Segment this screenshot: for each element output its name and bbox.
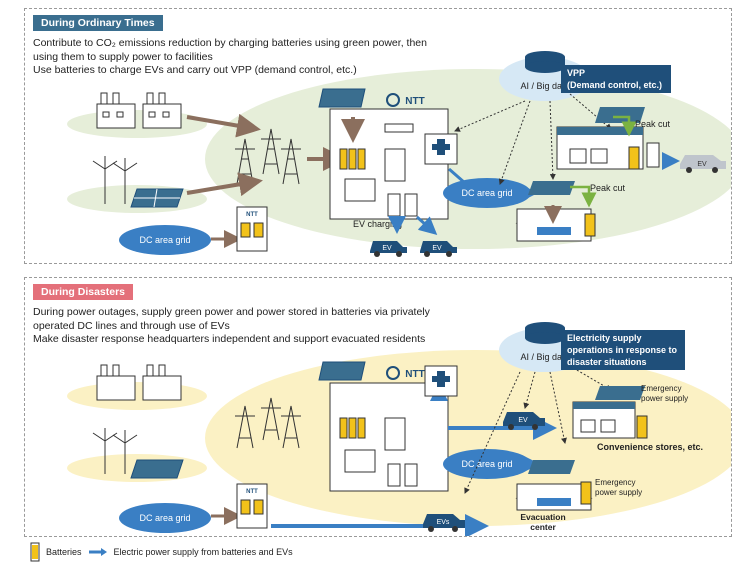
ev-car-disaster-label: EV xyxy=(518,417,528,424)
factory-icon-3 xyxy=(96,364,136,401)
factory-icon-2 xyxy=(142,92,182,129)
ordinary-diagram: DC area grid NTT NTT EV charging xyxy=(67,51,731,257)
ntt-building-icon-2: NTT xyxy=(318,361,449,492)
disaster-desc-line3: Make disaster response headquarters inde… xyxy=(33,333,426,345)
ntt-charger-icon-left: NTT xyxy=(236,206,268,252)
dc-grid-left-label: DC area grid xyxy=(139,235,190,245)
arrow-factory-to-grid xyxy=(186,113,261,138)
disaster-desc-line2: operated DC lines and through use of EVs xyxy=(33,319,230,332)
hospital-icon-2 xyxy=(424,365,458,397)
dc-grid-center-ellipse-2 xyxy=(443,449,531,479)
transmission-tower-icon-2 xyxy=(235,397,301,449)
supply-arrow-legend-icon xyxy=(88,548,107,556)
factory-icon-1 xyxy=(96,92,136,129)
ordinary-desc-line3: Use batteries to charge EVs and carry ou… xyxy=(33,64,357,76)
factory-ground-2 xyxy=(67,382,207,410)
factory-ground xyxy=(67,110,207,138)
dc-grid-center-ellipse xyxy=(443,178,531,208)
convenience-store-label: Convenience stores, etc. xyxy=(597,442,703,452)
dc-grid-center-label: DC area grid xyxy=(461,188,512,198)
battery-legend-icon xyxy=(30,542,40,562)
emergency-2-line2: power supply xyxy=(595,488,642,497)
dc-grid-left-ellipse-2 xyxy=(119,503,211,533)
emergency-1-line1: Emergency xyxy=(641,384,681,393)
ntt-building-label-2: NTT xyxy=(405,369,424,380)
disasters-tag: During Disasters xyxy=(33,284,134,300)
peak-cut-label-2: Peak cut xyxy=(590,183,626,193)
vpp-box xyxy=(561,65,671,93)
ordinary-desc-line2: using them to supply power to facilities xyxy=(33,50,213,63)
ev-car-icon-disaster: EV xyxy=(503,412,545,430)
disasters-panel: During Disasters During power outages, s… xyxy=(24,277,732,537)
vpp-line2: (Demand control, etc.) xyxy=(567,80,662,90)
evacuation-center-icon xyxy=(515,460,593,511)
hospital-icon xyxy=(424,133,458,165)
ai-big-data-label: AI / Big data xyxy=(520,81,569,91)
emergency-1-line2: power supply xyxy=(641,394,688,403)
ev-charging-label: EV charging xyxy=(353,219,402,229)
ordinary-times-tag: During Ordinary Times xyxy=(33,15,163,31)
emergency-2-line1: Emergency xyxy=(595,478,635,487)
wind-turbine-icon-2 xyxy=(92,428,138,474)
ev-car-right-label: EV xyxy=(697,161,707,168)
transmission-tower-icon xyxy=(235,128,301,185)
supply-box-line2: operations in response to xyxy=(567,345,678,355)
legend-batteries-label: Batteries xyxy=(46,547,82,557)
factory-icon-4 xyxy=(142,364,182,401)
solar-panel-icon-2 xyxy=(130,459,184,479)
peak-cut-label-1: Peak cut xyxy=(635,119,671,129)
ev-car-icon-2: EV xyxy=(420,241,457,257)
ordinary-desc-line1: Contribute to CO₂ emissions reduction by… xyxy=(33,37,427,49)
convenience-store-icon xyxy=(572,386,645,439)
supply-box-line3: disaster situations xyxy=(567,357,647,367)
ev-car-2-label: EV xyxy=(432,245,442,252)
dome-battery-icon xyxy=(584,213,596,237)
dc-grid-left-label-2: DC area grid xyxy=(139,513,190,523)
ai-big-data-label-2: AI / Big data xyxy=(520,352,569,362)
disaster-diagram: DC area grid NTT NTT xyxy=(67,322,731,536)
solar-panel-icon xyxy=(130,188,184,208)
legend: Batteries Electric power supply from bat… xyxy=(30,542,293,562)
ev-car-1-label: EV xyxy=(382,245,392,252)
ordinary-times-panel: During Ordinary Times Contribute to CO₂ … xyxy=(24,8,732,264)
ntt-charger-icon-left-2: NTT xyxy=(236,483,268,529)
ev-car-icon-right: EV xyxy=(680,155,726,173)
dc-grid-left-ellipse xyxy=(119,225,211,255)
disaster-desc-line1: During power outages, supply green power… xyxy=(33,306,430,318)
arrow-solar-to-grid xyxy=(186,172,263,197)
supply-operations-box xyxy=(561,330,685,370)
dome-building-icon xyxy=(515,181,593,242)
supply-box-line1: Electricity supply xyxy=(567,333,642,343)
evs-car-icon: EVs xyxy=(423,514,465,532)
legend-supply-label: Electric power supply from batteries and… xyxy=(113,547,293,557)
ntt-charger-left-label: NTT xyxy=(246,212,258,218)
wind-turbine-icon xyxy=(92,156,138,204)
store-battery-icon xyxy=(628,146,640,170)
evacuation-line1: Evacuation xyxy=(520,512,565,522)
vpp-line1: VPP xyxy=(567,68,585,78)
disaster-description: During power outages, supply green power… xyxy=(33,306,430,347)
ordinary-description: Contribute to CO₂ emissions reduction by… xyxy=(33,37,427,78)
dc-grid-center-label-2: DC area grid xyxy=(461,459,512,469)
service-area-ellipse-2 xyxy=(205,350,731,526)
ntt-building-label: NTT xyxy=(405,96,424,107)
ntt-charger-left-label-2: NTT xyxy=(246,489,258,495)
ev-car-icon-1: EV xyxy=(370,241,407,257)
evs-car-label: EVs xyxy=(437,519,450,526)
evacuation-line2: center xyxy=(530,522,556,532)
